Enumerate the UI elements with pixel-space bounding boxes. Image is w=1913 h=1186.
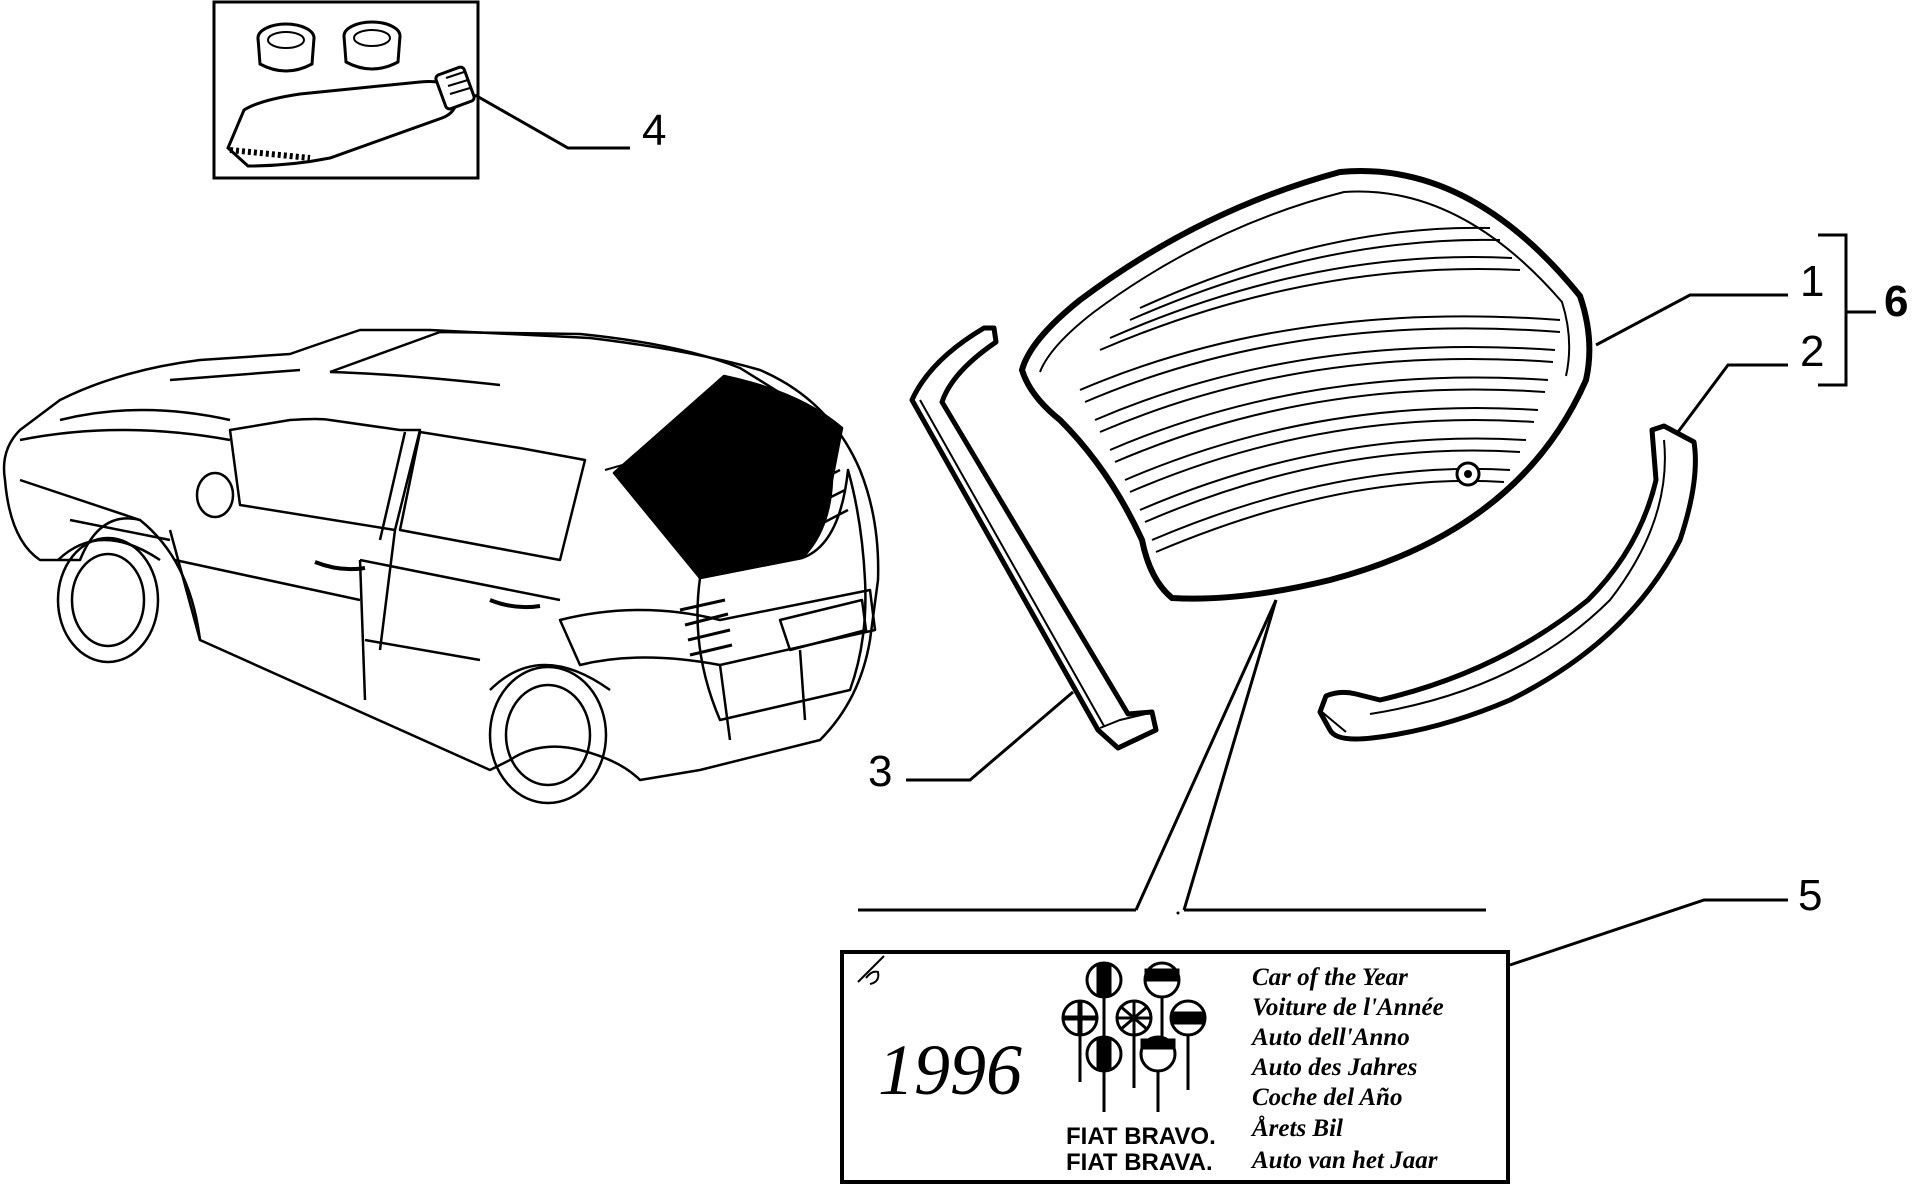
left-seal-strip — [909, 325, 1159, 751]
leader-line-1 — [1595, 293, 1788, 347]
leader-line-4 — [474, 93, 630, 150]
badge-line: Auto des Jahres — [1250, 1054, 1417, 1081]
primer-jar-icon — [256, 22, 316, 73]
group-bracket — [1818, 233, 1848, 387]
badge-line: Årets Bil — [1250, 1114, 1343, 1142]
callout-1: 1 — [1800, 257, 1824, 306]
callout-3: 3 — [868, 747, 892, 796]
callout-6: 6 — [1884, 277, 1908, 326]
badge-line: Auto dell'Anno — [1250, 1024, 1410, 1051]
badge-model-bravo: FIAT BRAVO. — [1066, 1123, 1216, 1150]
callout-5: 5 — [1798, 871, 1822, 920]
adhesive-kit-illustration — [212, 0, 480, 180]
rear-windscreen-glass — [1019, 168, 1593, 602]
car-illustration — [2, 328, 880, 805]
callout-4: 4 — [642, 106, 666, 155]
leader-line-2 — [1676, 363, 1788, 433]
leader-line-3 — [906, 690, 1074, 782]
primer-jar-icon — [342, 20, 402, 71]
badge-line: Car of the Year — [1252, 964, 1408, 991]
callout-2: 2 — [1800, 327, 1824, 376]
badge-line: Auto van het Jaar — [1250, 1147, 1438, 1174]
flag-emblem-icon — [1061, 961, 1207, 1112]
badge-year: 1996 — [878, 1030, 1022, 1110]
adhesive-tube-icon — [226, 65, 476, 168]
badge-line: Coche del Año — [1252, 1084, 1402, 1111]
badge-line: Voiture de l'Année — [1252, 994, 1444, 1021]
badge-model-brava: FIAT BRAVA. — [1066, 1149, 1213, 1176]
leader-line-badge — [858, 599, 1486, 912]
right-seal-strip — [1317, 423, 1698, 742]
car-of-the-year-badge: 1996 FIAT BRAVO. FIAT BRAVA. — [840, 950, 1510, 1184]
leader-line-5 — [1509, 898, 1788, 967]
sticker-corner-icon — [857, 955, 885, 985]
rear-window-highlight — [612, 374, 844, 580]
